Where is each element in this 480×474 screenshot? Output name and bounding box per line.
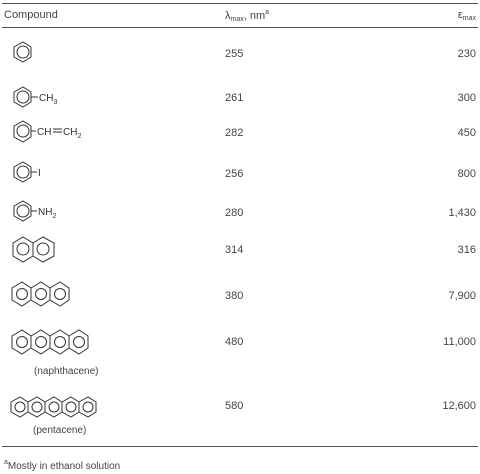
pentacene-structure <box>10 396 97 418</box>
eps-pentacene: 12,600 <box>442 400 476 412</box>
styrene-vinyl-ch-label: CH <box>37 127 51 138</box>
iodo-label: I <box>38 168 41 179</box>
header-epsilon-max: εmax <box>457 9 476 22</box>
eps-benzene: 230 <box>457 48 476 60</box>
naphthalene-structure <box>12 236 55 263</box>
header-lambda-max: λmax, nma <box>225 9 270 23</box>
lambda-benzene: 255 <box>225 48 244 60</box>
lambda-toluene: 261 <box>225 92 244 104</box>
amino-label: NH2 <box>38 207 56 220</box>
naphthacene-caption: (naphthacene) <box>34 366 99 377</box>
toluene-structure: CH3 <box>13 86 57 108</box>
top-rule <box>2 3 478 4</box>
eps-aniline: 1,430 <box>448 207 476 219</box>
eps-toluene: 300 <box>457 92 476 104</box>
header-compound: Compound <box>4 9 58 21</box>
footnote: aMostly in ethanol solution <box>4 459 121 472</box>
lambda-naphthalene: 314 <box>225 244 244 256</box>
eps-styrene: 450 <box>457 127 476 139</box>
toluene-methyl-label: CH3 <box>39 93 57 106</box>
iodobenzene-structure: I <box>13 161 41 183</box>
lambda-anthracene: 380 <box>225 290 244 302</box>
anthracene-structure <box>11 281 70 307</box>
aniline-structure: NH2 <box>13 200 56 222</box>
lambda-aniline: 280 <box>225 207 244 219</box>
bottom-rule <box>2 446 478 447</box>
header-rule <box>2 27 478 28</box>
pentacene-caption: (pentacene) <box>33 425 87 436</box>
naphthacene-structure <box>11 329 89 355</box>
lambda-pentacene: 580 <box>225 400 244 412</box>
lambda-iodobenzene: 256 <box>225 168 244 180</box>
eps-iodobenzene: 800 <box>457 168 476 180</box>
lambda-naphthacene: 480 <box>225 336 244 348</box>
benzene-structure <box>13 41 32 63</box>
eps-anthracene: 7,900 <box>448 290 476 302</box>
styrene-structure: CH CH2 <box>13 120 81 143</box>
eps-naphthacene: 11,000 <box>443 336 476 348</box>
lambda-styrene: 282 <box>225 127 244 139</box>
styrene-vinyl-ch2-label: CH2 <box>63 127 81 140</box>
eps-naphthalene: 316 <box>457 244 476 256</box>
